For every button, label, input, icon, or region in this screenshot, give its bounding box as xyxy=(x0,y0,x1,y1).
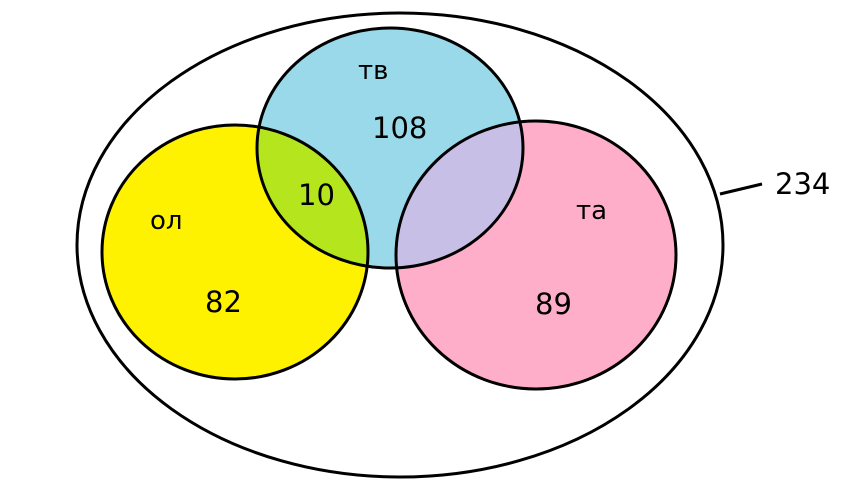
universe-pointer-line xyxy=(719,182,763,196)
set-label-ol: ол xyxy=(150,206,183,236)
region-value-ol-tv: 10 xyxy=(298,178,335,212)
overlap-ol-tv xyxy=(257,125,368,268)
set-label-tv: тв xyxy=(358,56,388,86)
set-outline-tv xyxy=(255,26,525,270)
set-label-ta: та xyxy=(576,196,607,226)
set-outline-ol xyxy=(100,123,370,381)
universe-total-label: 234 xyxy=(775,167,830,201)
set-outline-ta xyxy=(394,119,678,391)
region-value-ta-only: 89 xyxy=(535,287,572,321)
overlap-tv-ta xyxy=(396,121,523,268)
region-value-ol-only: 82 xyxy=(205,285,242,319)
region-value-tv-only: 108 xyxy=(372,111,427,145)
